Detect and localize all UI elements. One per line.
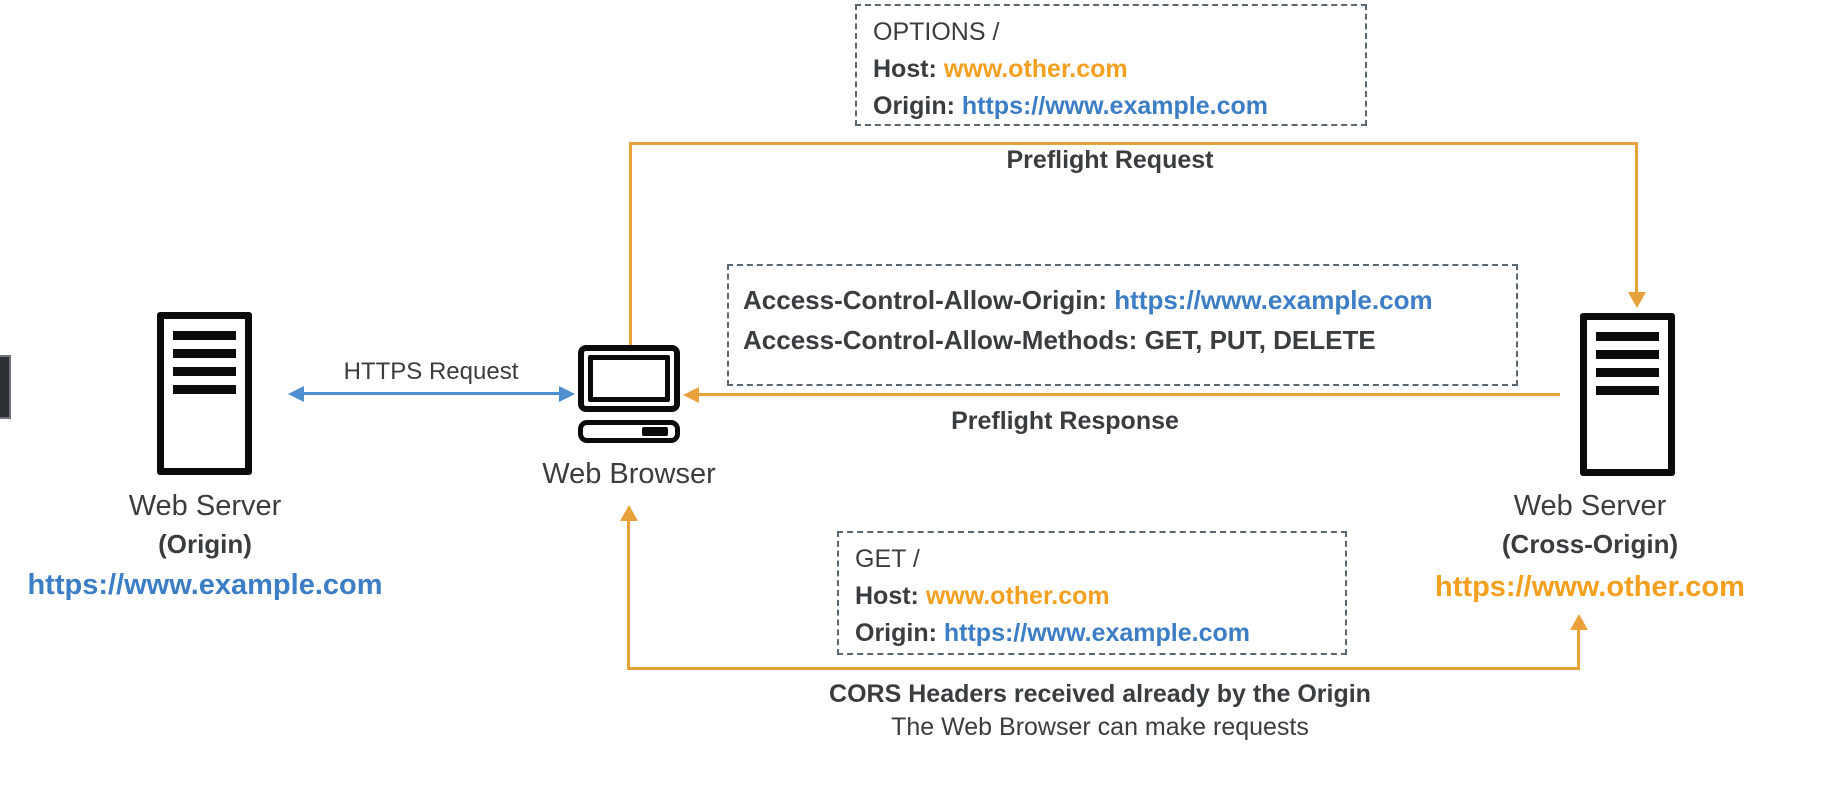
cross-origin-server-qualifier: (Cross-Origin)	[1501, 529, 1679, 559]
server-vent-bar	[173, 367, 236, 376]
monitor-screen	[588, 355, 670, 402]
actual-request-arrowhead-up-server-icon	[1570, 614, 1588, 630]
preflight-response-message-box: Access-Control-Allow-Origin: https://www…	[727, 264, 1518, 386]
get-origin-header-key: Origin:	[855, 619, 944, 647]
preflight-response-label: Preflight Response	[951, 407, 1179, 435]
origin-server-name: Web Server	[128, 490, 282, 522]
origin-server-icon	[157, 312, 252, 475]
web-browser-name: Web Browser	[542, 458, 716, 490]
host-header-value: www.other.com	[943, 55, 1128, 83]
preflight-request-arrow-horizontal	[629, 142, 1638, 145]
actual-request-arrowhead-up-browser-icon	[620, 505, 638, 521]
request-line-host: Host: www.other.com	[873, 51, 1365, 88]
server-vent-bar	[173, 331, 236, 340]
server-vent-bar	[1596, 350, 1659, 359]
actual-request-arrow-vertical-left	[627, 520, 630, 667]
allow-origin-header-value: https://www.example.com	[1114, 285, 1433, 315]
origin-header-value: https://www.example.com	[961, 92, 1268, 120]
https-request-arrowhead-right-icon	[559, 386, 575, 402]
https-request-label: HTTPS Request	[343, 358, 519, 385]
get-line-host: Host: www.other.com	[855, 578, 1345, 615]
left-edge-clipped-shape	[0, 355, 11, 419]
server-vent-bar	[173, 385, 236, 394]
https-request-arrowhead-left-icon	[288, 386, 304, 402]
https-request-arrow-line	[302, 392, 560, 395]
allow-methods-header-text: Access-Control-Allow-Methods: GET, PUT, …	[743, 325, 1376, 355]
request-line-method: OPTIONS /	[873, 14, 1365, 51]
browser-can-make-requests-label: The Web Browser can make requests	[891, 713, 1309, 741]
get-line-origin: Origin: https://www.example.com	[855, 615, 1345, 652]
get-line-method: GET /	[855, 541, 1345, 578]
get-origin-header-value: https://www.example.com	[943, 619, 1250, 647]
preflight-request-message-box: OPTIONS / Host: www.other.com Origin: ht…	[855, 4, 1367, 126]
request-line-origin: Origin: https://www.example.com	[873, 88, 1365, 125]
preflight-response-arrow-line	[697, 393, 1560, 396]
cross-origin-server-url: https://www.other.com	[1435, 571, 1745, 603]
web-browser-keyboard-icon	[578, 420, 680, 443]
keyboard-key	[642, 427, 668, 436]
preflight-request-arrow-vertical-left	[629, 142, 632, 345]
allow-origin-header-key: Access-Control-Allow-Origin:	[743, 285, 1115, 315]
origin-server-url: https://www.example.com	[27, 569, 383, 601]
get-method-text: GET /	[855, 545, 920, 573]
cross-origin-server-icon	[1580, 313, 1675, 476]
server-vent-bar	[173, 349, 236, 358]
server-vent-bar	[1596, 386, 1659, 395]
cors-headers-received-label: CORS Headers received already by the Ori…	[829, 680, 1371, 708]
actual-request-arrow-horizontal	[627, 667, 1580, 670]
server-vent-bar	[1596, 332, 1659, 341]
preflight-request-arrow-vertical-right	[1635, 142, 1638, 294]
preflight-response-arrowhead-icon	[683, 387, 699, 403]
options-method-text: OPTIONS /	[873, 18, 1000, 46]
web-browser-monitor-icon	[578, 345, 680, 412]
host-header-key: Host:	[873, 55, 944, 83]
origin-header-key: Origin:	[873, 92, 962, 120]
preflight-request-label: Preflight Request	[1006, 146, 1214, 174]
preflight-request-arrowhead-icon	[1628, 292, 1646, 308]
response-line-allow-methods: Access-Control-Allow-Methods: GET, PUT, …	[743, 320, 1516, 360]
cross-origin-server-name: Web Server	[1513, 490, 1667, 522]
get-host-header-key: Host:	[855, 582, 926, 610]
actual-request-arrow-vertical-right	[1577, 629, 1580, 670]
origin-server-qualifier: (Origin)	[158, 529, 252, 559]
get-host-header-value: www.other.com	[925, 582, 1110, 610]
server-vent-bar	[1596, 368, 1659, 377]
actual-request-message-box: GET / Host: www.other.com Origin: https:…	[837, 531, 1347, 655]
response-line-allow-origin: Access-Control-Allow-Origin: https://www…	[743, 280, 1516, 320]
